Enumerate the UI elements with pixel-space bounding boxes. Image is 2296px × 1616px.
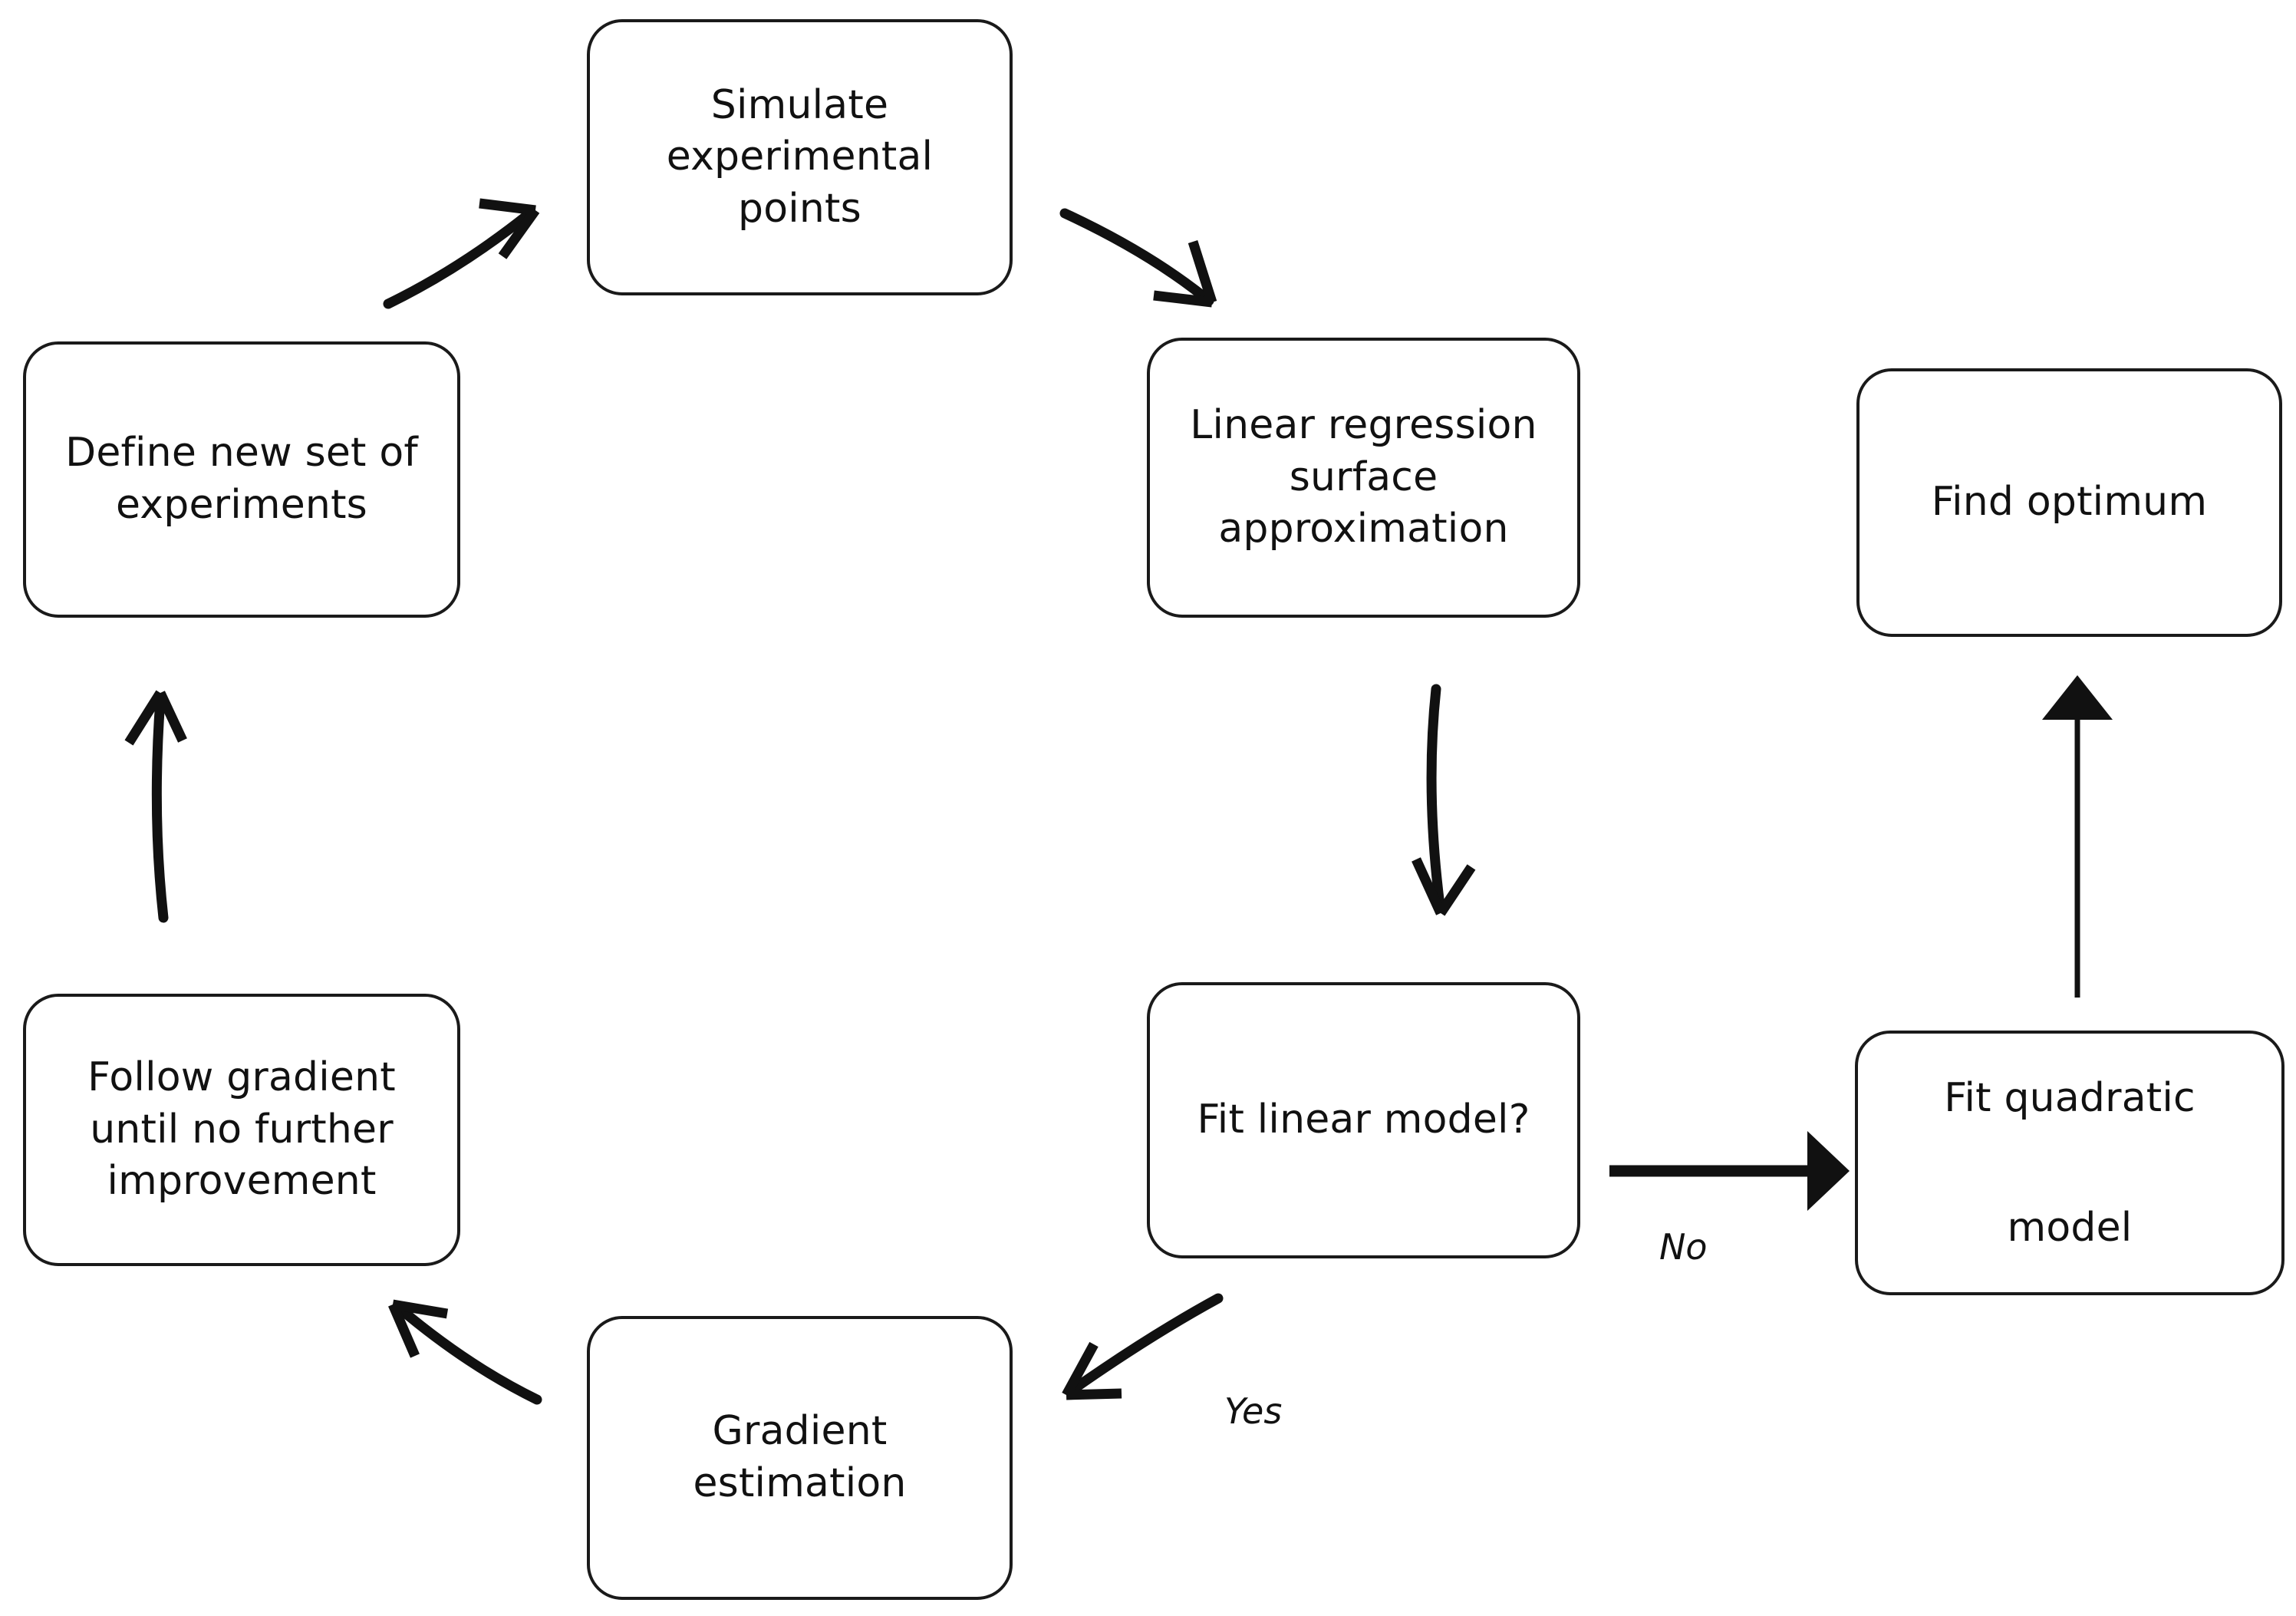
node-label: Follow gradient until no further improve… xyxy=(87,1054,396,1205)
node-follow-gradient-until-no-further-improvement[interactable]: Follow gradient until no further improve… xyxy=(23,994,460,1266)
edge-linreg-to-fitlinear xyxy=(1412,684,1476,916)
edge-fitlinear-to-fitquad xyxy=(1609,1131,1850,1211)
node-fit-linear-model[interactable]: Fit linear model? xyxy=(1147,982,1580,1258)
node-label: Define new set of experiments xyxy=(65,430,418,528)
node-find-optimum[interactable]: Find optimum xyxy=(1856,368,2282,637)
node-define-new-set-of-experiments[interactable]: Define new set of experiments xyxy=(23,341,460,618)
edge-gradient-to-follow xyxy=(388,1299,542,1405)
node-label: Find optimum xyxy=(1931,479,2208,526)
edge-fitquad-to-optimum xyxy=(2042,675,2113,998)
edge-fitlinear-to-gradient xyxy=(1062,1293,1224,1400)
edge-simulate-to-linreg xyxy=(1059,208,1217,308)
edge-label-no: No xyxy=(1659,1226,1708,1268)
edge-label-yes: Yes xyxy=(1224,1390,1283,1432)
node-label: Gradient estimation xyxy=(693,1408,907,1506)
node-simulate-experimental-points[interactable]: Simulate experimental points xyxy=(587,19,1013,295)
node-linear-regression-surface-approximation[interactable]: Linear regression surface approximation xyxy=(1147,338,1580,618)
node-gradient-estimation[interactable]: Gradient estimation xyxy=(587,1316,1013,1600)
node-label: Linear regression surface approximation xyxy=(1190,402,1537,552)
node-fit-quadratic-model[interactable]: Fit quadratic model xyxy=(1855,1031,2284,1295)
edge-follow-to-define xyxy=(124,690,187,923)
edge-define-to-simulate xyxy=(383,198,540,309)
node-label: Fit quadratic model xyxy=(1944,1075,2196,1251)
node-label: Simulate experimental points xyxy=(666,81,934,232)
node-label: Fit linear model? xyxy=(1197,1097,1530,1143)
